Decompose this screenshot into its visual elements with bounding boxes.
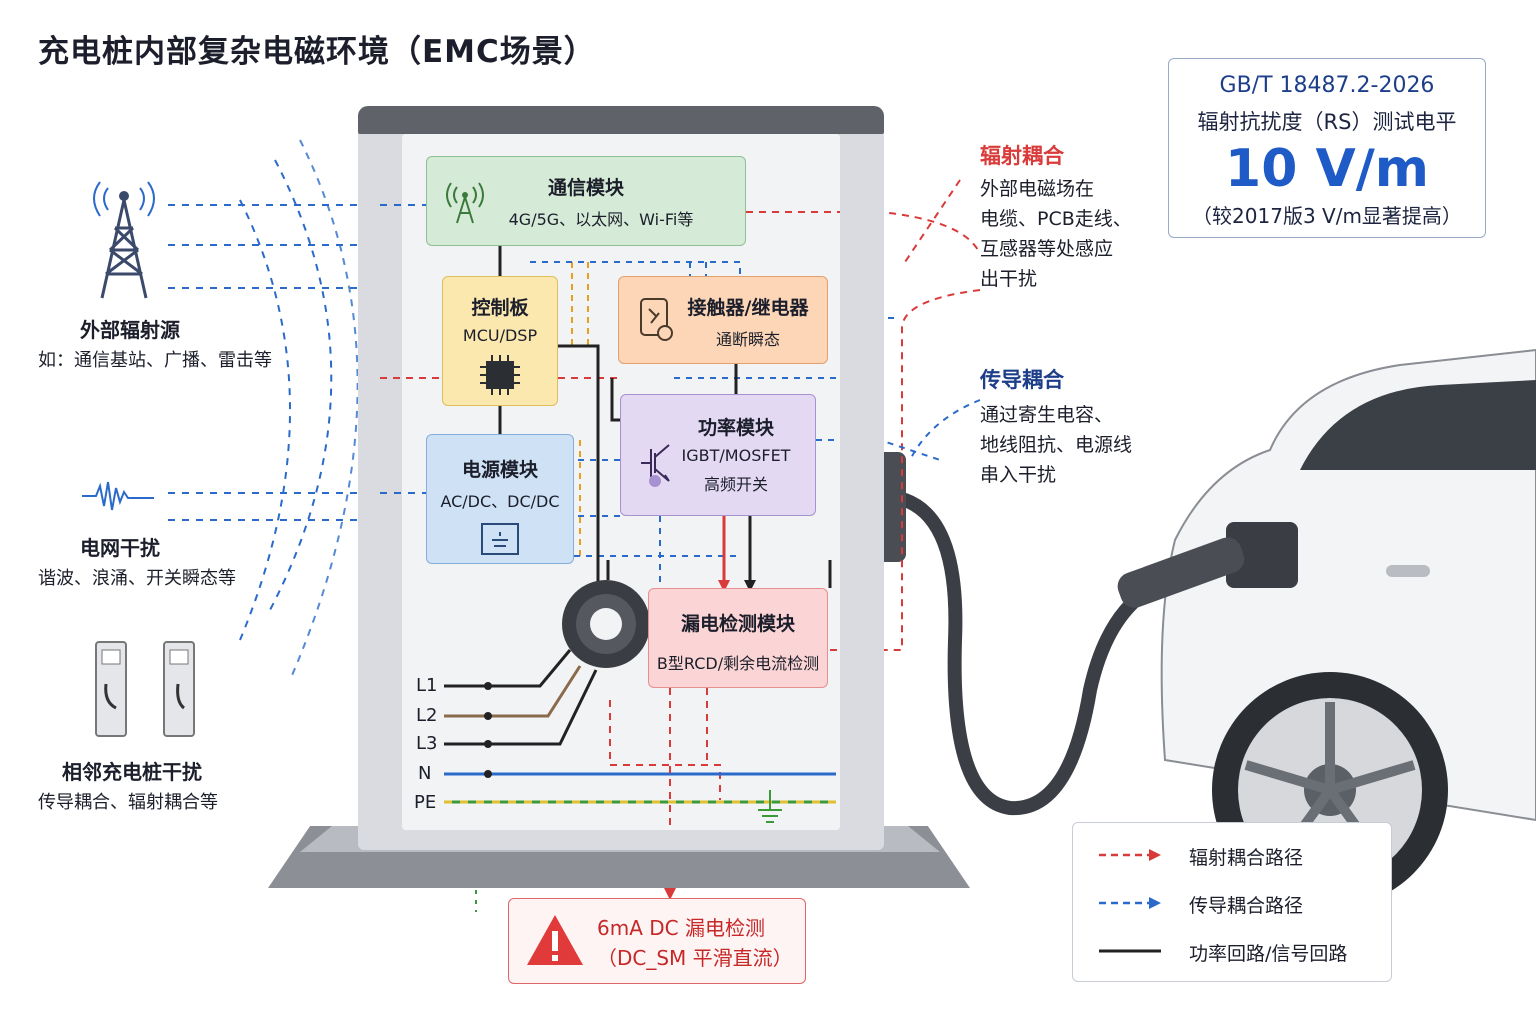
module-control-title: 控制板 <box>471 297 529 319</box>
igbt-icon <box>637 435 677 495</box>
module-communication-title: 通信模块 <box>547 177 624 199</box>
chip-icon <box>478 353 522 401</box>
warning-line2: （DC_SM 平滑直流） <box>597 946 793 970</box>
antenna-icon <box>445 179 485 229</box>
leak-warning-box: 6mA DC 漏电检测 （DC_SM 平滑直流） <box>508 898 806 984</box>
standard-name: GB/T 18487.2-2026 <box>1219 73 1435 98</box>
module-contactor: 接触器/继电器 通断瞬态 <box>618 276 828 364</box>
module-power-sub1: IGBT/MOSFET <box>681 446 791 465</box>
module-power-title: 功率模块 <box>697 417 774 439</box>
conducted-coupling-desc: 通过寄生电容、 地线阻抗、电源线 串入干扰 <box>980 400 1132 490</box>
module-control-sub: MCU/DSP <box>462 326 538 345</box>
standard-box: GB/T 18487.2-2026 辐射抗扰度（RS）测试电平 10 V/m （… <box>1168 58 1486 238</box>
module-contactor-title: 接触器/继电器 <box>687 297 809 319</box>
module-leakage-detection: 漏电检测模块 B型RCD/剩余电流检测 <box>648 588 828 688</box>
radiated-coupling-desc: 外部电磁场在 电缆、PCB走线、 互感器等处感应 出干扰 <box>980 174 1132 294</box>
source-adjacent-desc: 传导耦合、辐射耦合等 <box>38 792 218 813</box>
module-psu-title: 电源模块 <box>461 459 538 481</box>
radiated-desc-line: 互感器等处感应 <box>980 238 1114 260</box>
radiated-desc-line: 出干扰 <box>980 268 1038 290</box>
module-control-board: 控制板 MCU/DSP <box>442 276 558 406</box>
standard-value: 10 V/m <box>1225 139 1429 199</box>
warning-text: 6mA DC 漏电检测 （DC_SM 平滑直流） <box>597 913 793 973</box>
charger-pair-icon <box>92 640 202 744</box>
module-communication: 通信模块 4G/5G、以太网、Wi-Fi等 <box>426 156 746 246</box>
radio-tower-icon <box>88 170 160 306</box>
conducted-desc-line: 通过寄生电容、 <box>980 404 1114 426</box>
cabinet-top <box>358 106 884 134</box>
radiated-coupling-title: 辐射耦合 <box>980 144 1064 168</box>
module-contactor-sub: 通断瞬态 <box>715 330 780 349</box>
line-label-l1: L1 <box>416 675 438 696</box>
warning-line1: 6mA DC 漏电检测 <box>597 916 765 940</box>
standard-test: 辐射抗扰度（RS）测试电平 <box>1197 110 1457 134</box>
line-label-l2: L2 <box>416 705 438 726</box>
source-grid-title: 电网干扰 <box>80 536 160 560</box>
relay-icon <box>637 295 677 349</box>
conducted-desc-line: 串入干扰 <box>980 464 1057 486</box>
line-label-n: N <box>418 763 432 784</box>
converter-icon <box>480 522 520 560</box>
source-external-title: 外部辐射源 <box>80 318 180 342</box>
module-power-sub2: 高频开关 <box>703 475 768 494</box>
line-label-pe: PE <box>414 792 437 813</box>
conducted-coupling-title: 传导耦合 <box>980 368 1064 392</box>
warning-triangle-icon <box>525 913 585 971</box>
conducted-desc-line: 地线阻抗、电源线 <box>980 434 1133 456</box>
module-power-switch: 功率模块 IGBT/MOSFET 高频开关 <box>620 394 816 516</box>
standard-note: （较2017版3 V/m显著提高） <box>1192 204 1462 228</box>
legend: 辐射耦合路径 传导耦合路径 功率回路/信号回路 <box>1072 822 1392 982</box>
source-adjacent-title: 相邻充电桩干扰 <box>62 760 202 784</box>
module-leak-title: 漏电检测模块 <box>680 613 795 635</box>
module-psu-sub: AC/DC、DC/DC <box>440 492 560 511</box>
waveform-icon <box>82 478 154 518</box>
page-title: 充电桩内部复杂电磁环境（EMC场景） <box>38 34 596 70</box>
radiated-desc-line: 电缆、PCB走线、 <box>980 208 1132 230</box>
legend-item-radiated: 辐射耦合路径 <box>1189 847 1304 869</box>
legend-item-conducted: 传导耦合路径 <box>1189 895 1304 917</box>
legend-item-power-signal: 功率回路/信号回路 <box>1189 943 1348 965</box>
radiated-desc-line: 外部电磁场在 <box>980 178 1095 200</box>
module-leak-sub: B型RCD/剩余电流检测 <box>656 654 820 673</box>
module-communication-sub: 4G/5G、以太网、Wi-Fi等 <box>508 210 694 229</box>
legend-swatches <box>1099 849 1161 953</box>
source-grid-desc: 谐波、浪涌、开关瞬态等 <box>38 568 236 589</box>
module-power-supply: 电源模块 AC/DC、DC/DC <box>426 434 574 564</box>
line-label-l3: L3 <box>416 733 438 754</box>
source-external-desc: 如：通信基站、广播、雷击等 <box>38 350 272 371</box>
